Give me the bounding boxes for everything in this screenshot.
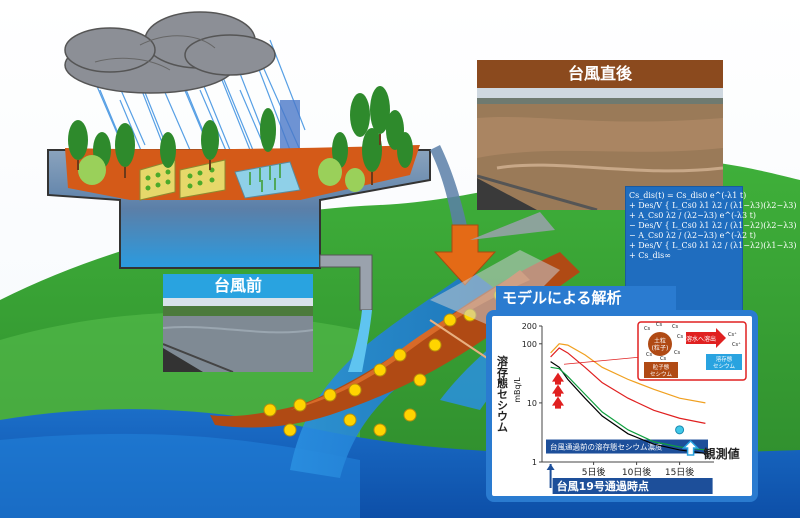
down-arrow (433, 224, 497, 286)
model-series-line (550, 343, 706, 404)
pre-typhoon-band-label: 台風通過前の溶存態セシウム濃度 (550, 442, 663, 452)
cesium-token: Cs (672, 324, 678, 330)
particulate-label: 粒子態 (653, 363, 670, 371)
photo-before-typhoon-panel: 台風前 (163, 274, 313, 372)
cesium-token: Cs (674, 350, 680, 356)
forest-trees (68, 86, 413, 192)
event-label: 台風19号通過時点 (557, 479, 649, 493)
soil-particle-label: (粒子) (652, 344, 669, 352)
pre-typhoon-band (546, 439, 708, 454)
y-tick-label: 100 (522, 340, 537, 349)
equation-line: − Des/V { L_Cs0 λ1 λ2 / (λ1−λ2)(λ2−λ3) }… (629, 221, 800, 230)
cesium-token: Cs (656, 322, 662, 328)
cesium-token: Cs (646, 352, 652, 358)
x-tick-label: 5日後 (582, 466, 606, 478)
observed-arrow-icon (681, 439, 700, 456)
photo-after-typhoon-panel: 台風直後 (477, 60, 723, 210)
soil-particle-icon (648, 332, 672, 356)
y-axis-label: 溶存態セシウム (496, 354, 509, 432)
desorb-arrow-body (686, 332, 716, 344)
dissolved-label: 溶存態 (716, 355, 733, 363)
equation-line: + Des/V { L_Cs0 λ1 λ2 / (λ1−λ2)(λ1−λ3) }… (629, 241, 800, 250)
x-tick-label: 10日後 (622, 466, 651, 478)
photo-after-typhoon (477, 88, 723, 210)
dissolved-label: セシウム (713, 362, 736, 370)
x-tick-label: 15日後 (665, 466, 694, 478)
observed-point (675, 425, 685, 435)
y-axis-unit: mBq/L (513, 377, 522, 403)
particulate-label-background (644, 362, 678, 378)
photo-before-typhoon-label: 台風前 (163, 274, 313, 298)
y-tick-label: 200 (522, 322, 537, 331)
equation-line: + Des/V { L_Cs0 λ1 λ2 / (λ1−λ3)(λ2−λ3) }… (629, 201, 800, 210)
storm-cloud (64, 11, 276, 94)
photo-before-typhoon (163, 298, 313, 372)
y-tick-label: 1 (532, 458, 537, 467)
soil-particle-label: 土粒 (654, 337, 666, 345)
cesium-token: Cs (660, 356, 666, 362)
increase-arrow-icon (552, 372, 564, 385)
equation-line: Cs_dis(t) = Cs_dis0 e^(-λ1 t) (629, 191, 747, 200)
cesium-ion: Cs⁺ (728, 332, 737, 338)
outflow-water (348, 310, 372, 372)
event-label-background (552, 478, 713, 494)
equation-line: + A_Cs0 λ2 / (λ2−λ3) e^(-λ3 t) (629, 211, 756, 220)
observed-label: 観測値 (704, 446, 740, 461)
particulate-label: セシウム (650, 370, 673, 378)
dissolved-label-background (706, 354, 742, 370)
event-marker-arrow-icon (546, 464, 555, 470)
increase-arrow-icon (552, 384, 564, 397)
model-series-line (550, 347, 706, 424)
desorb-arrow-icon (716, 328, 726, 348)
outlet-pipe (319, 254, 373, 311)
model-analysis-title: モデルによる解析 (496, 286, 676, 310)
desorb-label: 溶水へ溶出 (686, 335, 716, 343)
y-tick-label: 10 (527, 399, 537, 408)
crop-fields (139, 159, 301, 201)
cesium-token: Cs (644, 326, 650, 332)
increase-arrow-icon (552, 396, 564, 409)
cesium-token: Cs (677, 334, 683, 340)
equation-line: + Cs_dis∞ (629, 251, 671, 260)
model-series-line (550, 366, 706, 451)
equation-line: − A_Cs0 λ2 / (λ2−λ3) e^(-λ2 t) (629, 231, 756, 240)
photo-after-typhoon-label: 台風直後 (477, 60, 723, 88)
cesium-ion: Cs⁺ (732, 342, 741, 348)
